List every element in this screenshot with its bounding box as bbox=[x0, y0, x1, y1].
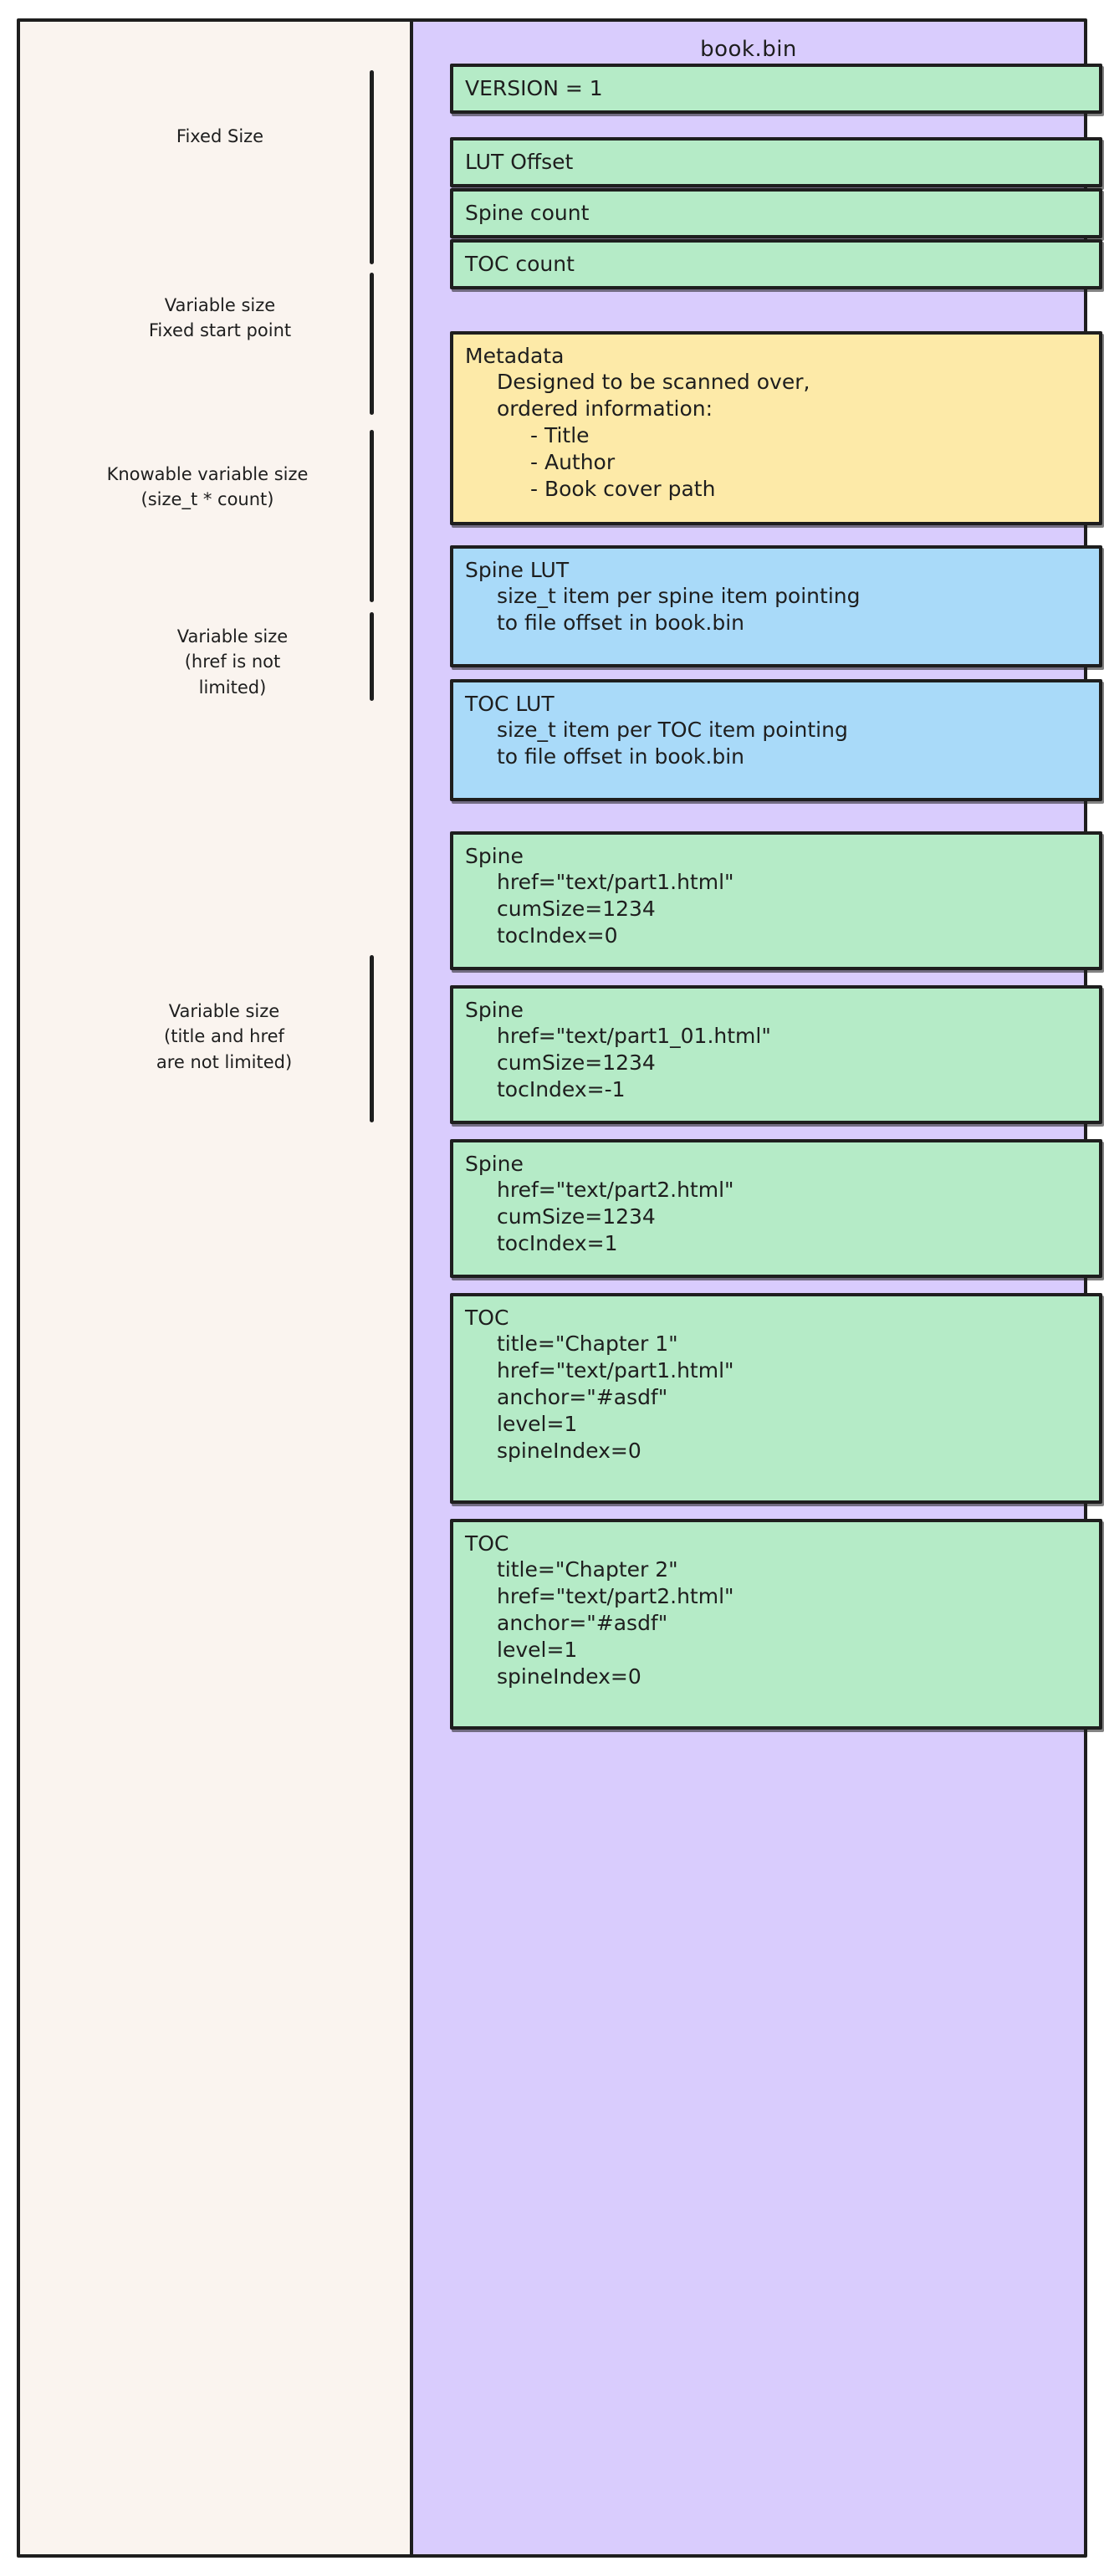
box-title-spine-2: Spine bbox=[465, 998, 524, 1022]
box-title-toc-2: TOC bbox=[465, 1531, 509, 1556]
field-box-spine-lut: Spine LUT size_t item per spine item poi… bbox=[450, 545, 1102, 667]
box-bullet: - Book cover path bbox=[530, 477, 716, 502]
box-line: href="text/part1.html" bbox=[497, 870, 734, 895]
box-bullet: - Author bbox=[530, 450, 616, 475]
box-line: tocIndex=-1 bbox=[497, 1077, 626, 1102]
bracket-fixed-size bbox=[370, 70, 374, 264]
box-line: Designed to be scanned over, bbox=[497, 370, 810, 395]
box-line: spineIndex=0 bbox=[497, 1664, 641, 1689]
field-box-spine-count: Spine count bbox=[450, 188, 1102, 238]
box-lines-spine-1: href="text/part1.html" cumSize=1234 tocI… bbox=[497, 869, 1087, 949]
box-title-spine-1: Spine bbox=[465, 844, 524, 868]
box-line: to file offset in book.bin bbox=[497, 744, 745, 769]
box-line: href="text/part1_01.html" bbox=[497, 1024, 771, 1049]
box-line: href="text/part2.html" bbox=[497, 1584, 734, 1609]
label-variable-href: Variable size (href is not limited) bbox=[176, 626, 289, 698]
box-lines-toc-1: title="Chapter 1" href="text/part1.html"… bbox=[497, 1331, 1087, 1464]
field-box-metadata: Metadata Designed to be scanned over, or… bbox=[450, 331, 1102, 525]
box-line: tocIndex=1 bbox=[497, 1231, 618, 1256]
field-box-toc-count: TOC count bbox=[450, 239, 1102, 289]
field-box-spine-2: Spine href="text/part1_01.html" cumSize=… bbox=[450, 985, 1102, 1124]
box-line: cumSize=1234 bbox=[497, 897, 656, 922]
bracket-knowable-variable bbox=[370, 430, 374, 602]
field-box-lut-offset: LUT Offset bbox=[450, 137, 1102, 187]
box-line: spineIndex=0 bbox=[497, 1439, 641, 1464]
box-title-spine-3: Spine bbox=[465, 1152, 524, 1176]
field-box-spine-3: Spine href="text/part2.html" cumSize=123… bbox=[450, 1139, 1102, 1278]
box-line: level=1 bbox=[497, 1412, 578, 1437]
label-variable-title-href: Variable size (title and href are not li… bbox=[156, 1001, 293, 1072]
box-title-toc-1: TOC bbox=[465, 1306, 509, 1330]
box-title-metadata: Metadata bbox=[465, 344, 565, 368]
box-title-version: VERSION = 1 bbox=[465, 76, 603, 100]
box-line: cumSize=1234 bbox=[497, 1204, 656, 1229]
bracket-variable-fixed-start bbox=[370, 273, 374, 415]
box-line: ordered information: bbox=[497, 396, 713, 422]
box-title-toc-count: TOC count bbox=[465, 252, 575, 276]
label-knowable-variable: Knowable variable size (size_t * count) bbox=[106, 464, 309, 510]
box-line: href="text/part1.html" bbox=[497, 1358, 734, 1383]
box-line: tocIndex=0 bbox=[497, 923, 618, 948]
field-box-toc-1: TOC title="Chapter 1" href="text/part1.h… bbox=[450, 1293, 1102, 1504]
box-line: size_t item per TOC item pointing bbox=[497, 718, 848, 743]
box-title-spine-count: Spine count bbox=[465, 201, 590, 225]
field-box-spine-1: Spine href="text/part1.html" cumSize=123… bbox=[450, 831, 1102, 970]
box-bullets-metadata: - Title - Author - Book cover path bbox=[530, 422, 1087, 503]
file-column-book-bin: book.bin VERSION = 1 LUT Offset Spine co… bbox=[410, 22, 1102, 2554]
box-line: title="Chapter 2" bbox=[497, 1557, 678, 1582]
field-box-version: VERSION = 1 bbox=[450, 64, 1102, 114]
box-title-spine-lut: Spine LUT bbox=[465, 558, 570, 582]
file-title: book.bin bbox=[700, 37, 797, 62]
box-title-toc-lut: TOC LUT bbox=[465, 692, 555, 716]
box-line: size_t item per spine item pointing bbox=[497, 584, 861, 609]
box-lines-spine-3: href="text/part2.html" cumSize=1234 tocI… bbox=[497, 1177, 1087, 1257]
box-title-lut-offset: LUT Offset bbox=[465, 150, 574, 174]
box-line: to file offset in book.bin bbox=[497, 611, 745, 636]
box-line: title="Chapter 1" bbox=[497, 1331, 678, 1357]
label-variable-fixed-start: Variable size Fixed start point bbox=[148, 295, 292, 341]
box-line: anchor="#asdf" bbox=[497, 1385, 668, 1410]
box-lines-spine-2: href="text/part1_01.html" cumSize=1234 t… bbox=[497, 1023, 1087, 1103]
box-line: anchor="#asdf" bbox=[497, 1611, 668, 1636]
box-line: cumSize=1234 bbox=[497, 1050, 656, 1076]
box-line: level=1 bbox=[497, 1638, 578, 1663]
box-lines-toc-lut: size_t item per TOC item pointing to fil… bbox=[497, 717, 1087, 770]
box-lines-spine-lut: size_t item per spine item pointing to f… bbox=[497, 583, 1087, 636]
diagram-outer-frame: Fixed Size Variable size Fixed start poi… bbox=[17, 18, 1102, 2558]
field-box-toc-lut: TOC LUT size_t item per TOC item pointin… bbox=[450, 679, 1102, 801]
box-lines-toc-2: title="Chapter 2" href="text/part2.html"… bbox=[497, 1556, 1087, 1690]
annotation-column: Fixed Size Variable size Fixed start poi… bbox=[20, 22, 410, 2554]
bracket-variable-title-href bbox=[370, 955, 374, 1122]
box-bullet: - Title bbox=[530, 423, 590, 448]
box-line: href="text/part2.html" bbox=[497, 1178, 734, 1203]
field-box-toc-2: TOC title="Chapter 2" href="text/part2.h… bbox=[450, 1519, 1102, 1730]
label-fixed-size: Fixed Size bbox=[176, 126, 264, 146]
box-lines-metadata: Designed to be scanned over, ordered inf… bbox=[497, 369, 1087, 503]
bracket-variable-href bbox=[370, 612, 374, 701]
